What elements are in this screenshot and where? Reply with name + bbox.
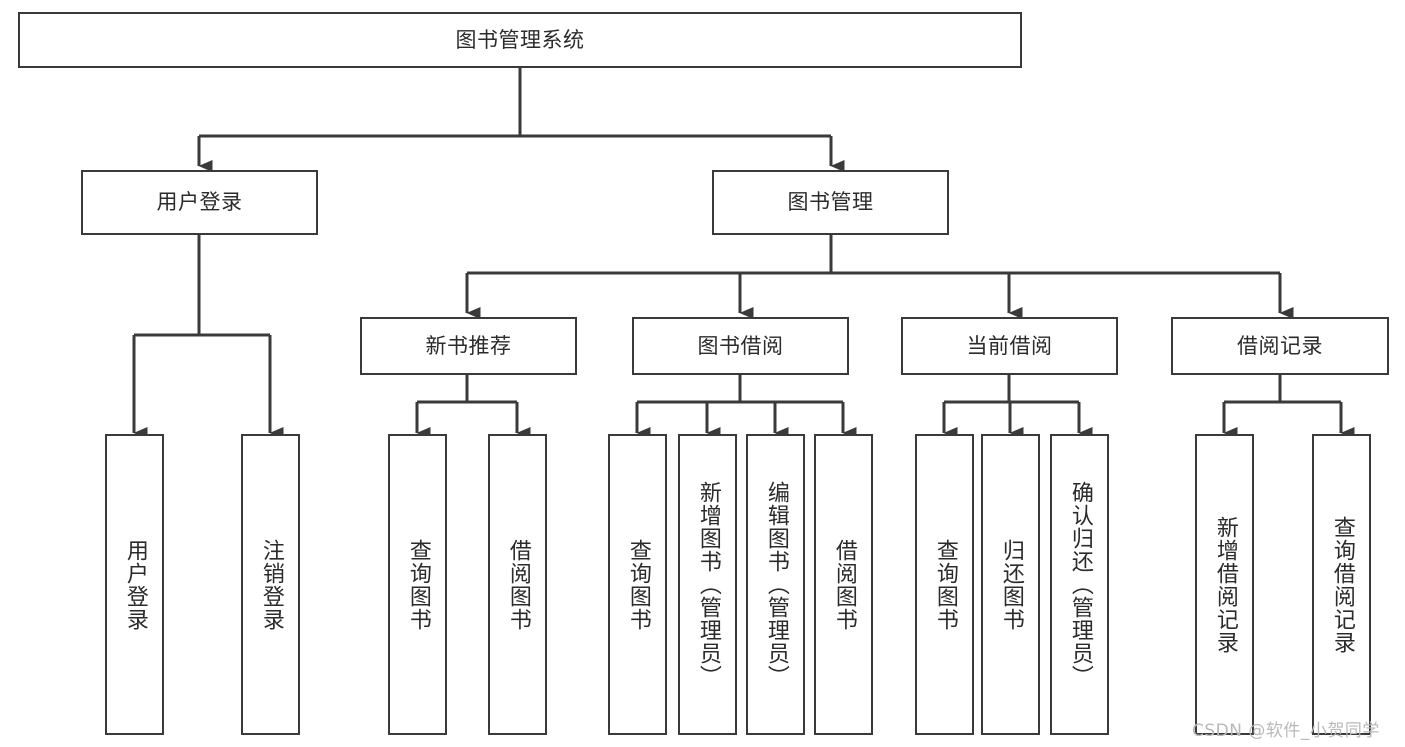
leaf-label: 查询图书 <box>625 538 651 631</box>
node-current-borrow[interactable]: 当前借阅 <box>901 317 1118 375</box>
node-book-borrow[interactable]: 图书借阅 <box>632 317 849 375</box>
node-book-management[interactable]: 图书管理 <box>712 170 949 235</box>
node-label: 借阅记录 <box>1237 333 1323 358</box>
node-borrow-record[interactable]: 借阅记录 <box>1171 317 1389 375</box>
leaf-label: 新增借阅记录 <box>1212 515 1238 654</box>
leaf-query-book-nb[interactable]: 查询图书 <box>388 434 447 735</box>
leaf-label: 查询图书 <box>932 538 958 631</box>
node-label: 新书推荐 <box>425 333 512 358</box>
node-label: 图书管理系统 <box>455 27 585 52</box>
node-label: 图书管理 <box>787 190 874 215</box>
node-user-login[interactable]: 用户登录 <box>81 170 318 235</box>
leaf-confirm-return-admin[interactable]: 确认归还（管理员） <box>1050 434 1109 735</box>
leaf-add-borrow-record[interactable]: 新增借阅记录 <box>1195 434 1254 735</box>
leaf-label: 确认归还（管理员） <box>1067 481 1093 688</box>
leaf-return-book[interactable]: 归还图书 <box>981 434 1040 735</box>
leaf-query-book-cb[interactable]: 查询图书 <box>915 434 974 735</box>
leaf-borrow-book-bb[interactable]: 借阅图书 <box>814 434 873 735</box>
leaf-label: 用户登录 <box>122 538 148 631</box>
leaf-user-login[interactable]: 用户登录 <box>105 434 164 735</box>
node-label: 图书借阅 <box>697 333 784 358</box>
leaf-logout[interactable]: 注销登录 <box>241 434 300 735</box>
leaf-query-borrow-record[interactable]: 查询借阅记录 <box>1312 434 1371 735</box>
leaf-label: 借阅图书 <box>831 538 857 631</box>
leaf-label: 注销登录 <box>258 538 284 631</box>
node-new-book-recommend[interactable]: 新书推荐 <box>360 317 577 375</box>
leaf-edit-book-admin[interactable]: 编辑图书（管理员） <box>746 434 805 735</box>
leaf-label: 新增图书（管理员） <box>695 481 721 688</box>
leaf-label: 借阅图书 <box>505 538 531 631</box>
node-root-system[interactable]: 图书管理系统 <box>18 12 1022 68</box>
leaf-borrow-book-nb[interactable]: 借阅图书 <box>488 434 547 735</box>
leaf-label: 查询图书 <box>405 538 431 631</box>
node-label: 用户登录 <box>156 190 243 215</box>
leaf-label: 编辑图书（管理员） <box>763 481 789 688</box>
leaf-label: 查询借阅记录 <box>1329 515 1355 654</box>
node-label: 当前借阅 <box>966 333 1053 358</box>
leaf-label: 归还图书 <box>998 538 1024 631</box>
leaf-query-book-bb[interactable]: 查询图书 <box>608 434 667 735</box>
leaf-add-book-admin[interactable]: 新增图书（管理员） <box>678 434 737 735</box>
